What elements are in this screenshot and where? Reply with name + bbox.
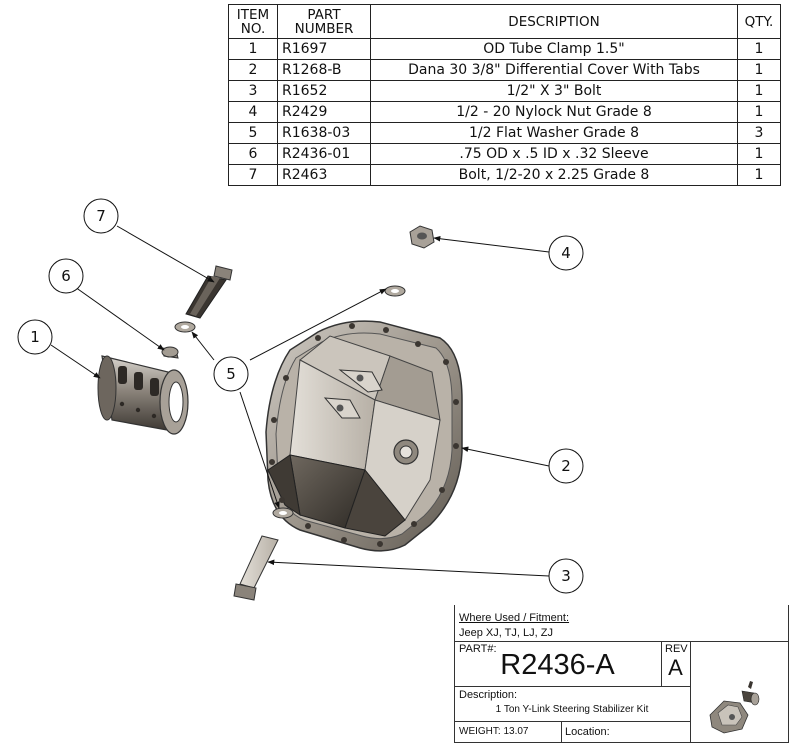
balloon-circle-3 <box>548 558 584 594</box>
bom-part-number: R2436-01 <box>277 143 371 165</box>
leader-line-7 <box>116 225 215 283</box>
balloon-circle-4 <box>548 235 584 271</box>
sleeve-part <box>161 346 179 359</box>
balloon-label-4: 4 <box>561 244 571 262</box>
description-value: 1 Ton Y-Link Steering Stabilizer Kit <box>495 704 649 715</box>
flat-washers-part <box>174 285 406 519</box>
tube-clamp-part <box>97 355 189 435</box>
weight-label: WEIGHT: 13.07 <box>459 726 529 737</box>
bom-description: .75 OD x .5 ID x .32 Sleeve <box>370 143 738 165</box>
balloon-label-1: 1 <box>30 328 40 346</box>
assembly-thumbnail <box>709 681 760 734</box>
nylock-nut-part <box>409 225 435 249</box>
part-number-label: PART#: <box>459 643 497 655</box>
leader-line-1 <box>50 344 101 379</box>
rev-label: REV <box>665 643 688 655</box>
balloon-circle-2 <box>548 448 584 484</box>
bom-part-number: R2463 <box>277 164 371 186</box>
leader-line-3 <box>267 559 550 577</box>
bolt-item-3-part <box>233 535 279 601</box>
bom-description: OD Tube Clamp 1.5" <box>370 38 738 60</box>
leader-line-4 <box>433 235 550 253</box>
balloon-label-3: 3 <box>561 567 571 585</box>
balloon-circle-7 <box>83 198 119 234</box>
weight-value: 13.07 <box>503 726 529 737</box>
differential-cover-part <box>265 320 463 552</box>
title-block: Where Used / Fitment: Jeep XJ, TJ, LJ, Z… <box>454 605 789 743</box>
balloon-label-6: 6 <box>61 267 71 285</box>
bom-description: Bolt, 1/2-20 x 2.25 Grade 8 <box>370 164 738 186</box>
balloon-label-7: 7 <box>96 207 106 225</box>
fitment-value: Jeep XJ, TJ, LJ, ZJ <box>459 627 553 639</box>
leader-line-2 <box>461 446 550 467</box>
bolt-item-7-part <box>185 265 233 319</box>
rev-value: A <box>668 655 683 680</box>
leader-line-5c <box>239 391 280 509</box>
leader-line-5a <box>249 288 387 361</box>
part-number-value: R2436-A <box>500 649 615 681</box>
description-label: Description: <box>459 689 518 701</box>
where-used-label: Where Used / Fitment: <box>459 612 570 624</box>
leader-line-6 <box>74 286 165 351</box>
balloon-circle-1 <box>17 319 53 355</box>
bom-quantity: 1 <box>737 164 781 186</box>
bom-header-qty: QTY. <box>737 4 781 39</box>
balloon-circle-5 <box>213 356 249 392</box>
bom-part-number: R1697 <box>277 38 371 60</box>
balloon-circle-6 <box>48 258 84 294</box>
location-label: Location: <box>565 726 610 738</box>
balloon-label-2: 2 <box>561 457 571 475</box>
leader-line-5b <box>191 331 215 361</box>
balloon-label-5: 5 <box>226 365 236 383</box>
bom-part-number: R2429 <box>277 101 371 123</box>
